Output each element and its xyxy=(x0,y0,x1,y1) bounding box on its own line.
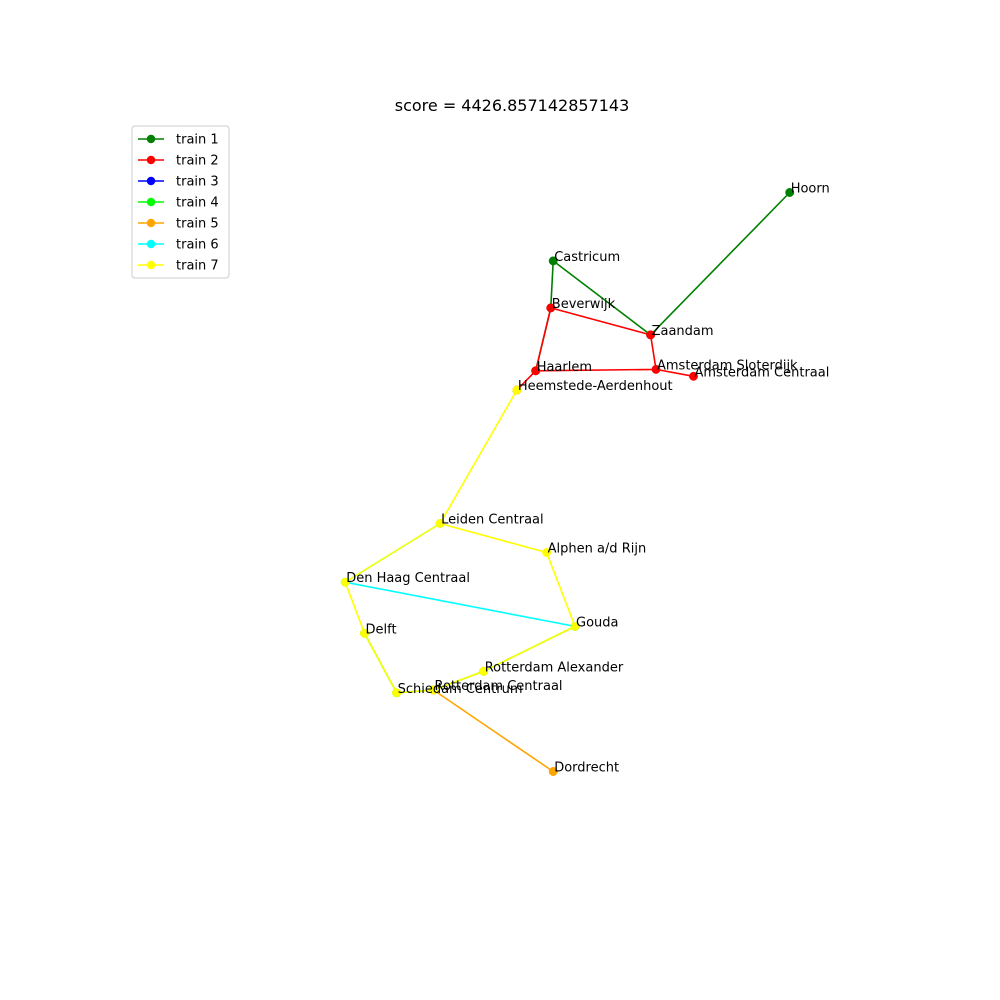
station-label-heemstede-aerdenhout: Heemstede-Aerdenhout xyxy=(518,379,673,394)
station-marker-train-7-den-haag-centraal xyxy=(340,577,350,587)
legend-marker-train-7 xyxy=(146,260,156,270)
route-line-train-2 xyxy=(516,307,695,391)
station-label-alphen-a-d-rijn: Alphen a/d Rijn xyxy=(548,542,647,557)
station-marker-train-7-rotterdam-centraal xyxy=(429,685,438,695)
station-marker-train-7-leiden-centraal xyxy=(435,519,445,528)
station-marker-train-7-delft xyxy=(360,628,369,638)
chart-title: score = 4426.857142857143 xyxy=(395,96,630,115)
legend-marker-train-4 xyxy=(146,197,156,207)
station-label-haarlem: Haarlem xyxy=(537,360,592,375)
route-line-train-1 xyxy=(534,191,791,371)
station-marker-train-2-haarlem xyxy=(531,366,541,376)
station-label-rotterdam-centraal: Rotterdam Centraal xyxy=(435,679,563,694)
station-marker-train-5-dordrecht xyxy=(548,767,558,776)
legend-label-train-3: train 3 xyxy=(176,175,219,190)
station-marker-train-1-hoorn xyxy=(785,188,795,197)
legend-label-train-6: train 6 xyxy=(176,238,219,253)
station-label-castricum: Castricum xyxy=(554,250,620,265)
route-line-train-7 xyxy=(344,389,576,694)
station-label-gouda: Gouda xyxy=(576,615,619,630)
station-marker-train-7-gouda xyxy=(570,621,580,631)
legend-label-train-2: train 2 xyxy=(176,154,219,169)
legend-marker-train-1 xyxy=(146,134,156,144)
station-marker-train-2-beverwijk xyxy=(546,303,556,313)
legend: train 1 train 2 train 3 train 4 train 5 train… xyxy=(131,125,230,279)
legend-marker-train-2 xyxy=(146,155,156,165)
legend-marker-train-3 xyxy=(146,176,156,186)
station-label-amsterdam-centraal: Amsterdam Centraal xyxy=(695,365,830,380)
station-marker-train-2-zaandam xyxy=(646,330,656,340)
station-label-dordrecht: Dordrecht xyxy=(554,761,619,776)
station-label-leiden-centraal: Leiden Centraal xyxy=(441,513,544,528)
station-label-zaandam: Zaandam xyxy=(652,324,714,339)
legend-label-train-4: train 4 xyxy=(176,196,219,211)
station-marker-train-7-schiedam-centrum xyxy=(392,688,402,698)
legend-label-train-5: train 5 xyxy=(176,217,219,232)
legend-marker-train-6 xyxy=(146,239,156,249)
station-marker-train-2-amsterdam-centraal xyxy=(689,371,698,381)
station-markers xyxy=(340,188,795,776)
legend-label-train-1: train 1 xyxy=(176,133,219,148)
station-label-den-haag-centraal: Den Haag Centraal xyxy=(346,571,470,586)
station-marker-train-1-castricum xyxy=(548,256,558,266)
station-marker-train-7-heemstede-aerdenhout xyxy=(512,385,522,395)
station-marker-train-7-rotterdam-alexander xyxy=(479,666,489,676)
legend-marker-train-5 xyxy=(146,218,156,228)
station-label-rotterdam-alexander: Rotterdam Alexander xyxy=(485,660,624,675)
station-label-beverwijk: Beverwijk xyxy=(552,297,616,312)
station-label-delft: Delft xyxy=(366,622,397,637)
station-marker-train-2-amsterdam-sloterdijk xyxy=(651,364,661,374)
station-label-amsterdam-sloterdijk: Amsterdam Sloterdijk xyxy=(657,358,798,373)
legend-frame xyxy=(131,125,230,279)
station-marker-train-7-alphen-a-d-rijn xyxy=(542,548,552,557)
legend-label-train-7: train 7 xyxy=(176,259,219,274)
route-line-train-5 xyxy=(433,689,554,773)
station-label-schiedam-centrum: Schiedam Centrum xyxy=(398,682,523,697)
station-label-hoorn: Hoorn xyxy=(791,182,830,197)
